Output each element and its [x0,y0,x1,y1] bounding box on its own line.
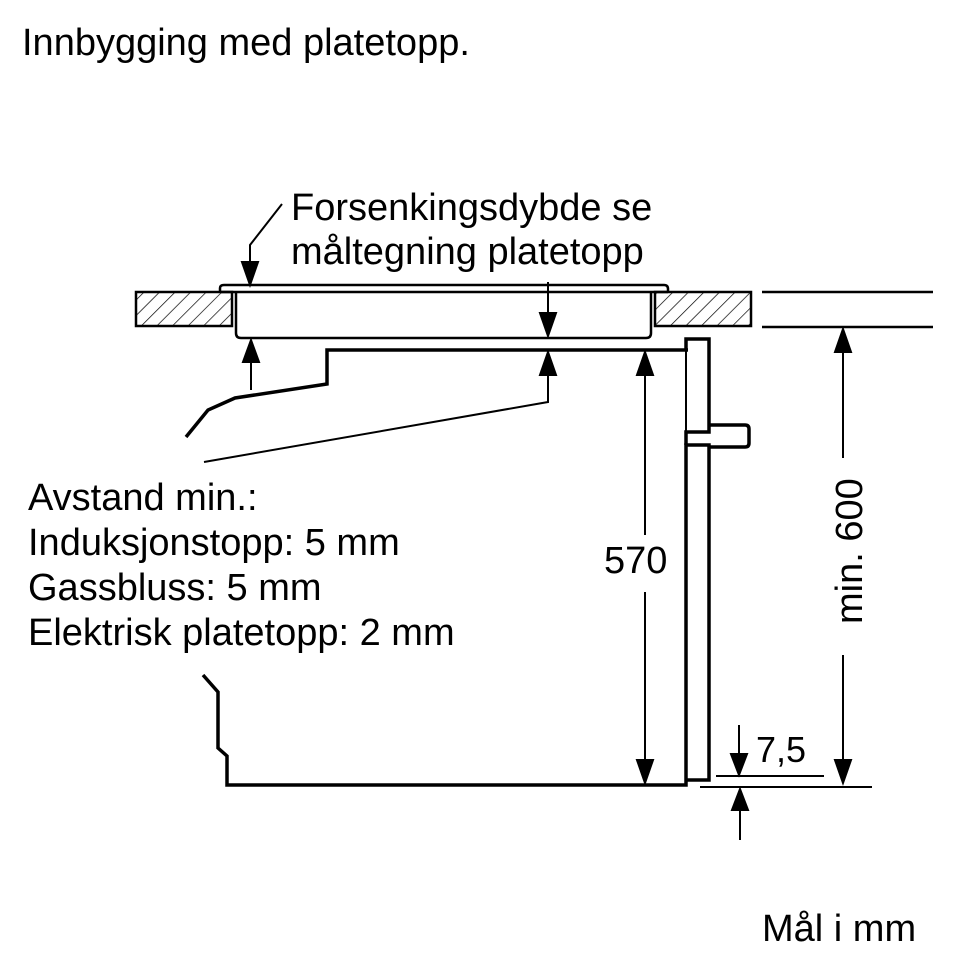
callout-leader [240,203,283,289]
min-distance-note: Avstand min.: Induksjonstopp: 5 mm Gassb… [28,476,455,656]
dimension-7-5-label: 7,5 [756,729,807,770]
diagram-title: Innbygging med platetopp. [22,22,470,64]
recess-depth-callout: Forsenkingsdybde se måltegning platetopp [291,186,652,274]
worktop-side-lines [762,290,933,329]
callout-line-2: måltegning platetopp [291,231,644,273]
oven-body [184,337,751,787]
min-distance-induction: Induksjonstopp: 5 mm [28,522,400,564]
dimension-570 [635,348,655,787]
clearance-arrows-center [203,282,558,463]
units-note: Mål i mm [762,908,917,950]
dimension-570-label: 570 [604,540,668,582]
dimension-min-600 [833,325,853,787]
min-distance-gas: Gassbluss: 5 mm [28,567,322,609]
min-distance-heading: Avstand min.: [28,477,258,519]
dimension-min-600-label: min. 600 [829,478,871,624]
min-distance-electric: Elektrisk platetopp: 2 mm [28,612,455,654]
callout-line-1: Forsenkingsdybde se [291,187,653,229]
hob [218,283,670,340]
countertop-right [653,290,753,328]
dimension-7-5 [700,725,872,840]
hob-underside-arrow-left [241,337,261,390]
countertop-left [134,290,234,328]
